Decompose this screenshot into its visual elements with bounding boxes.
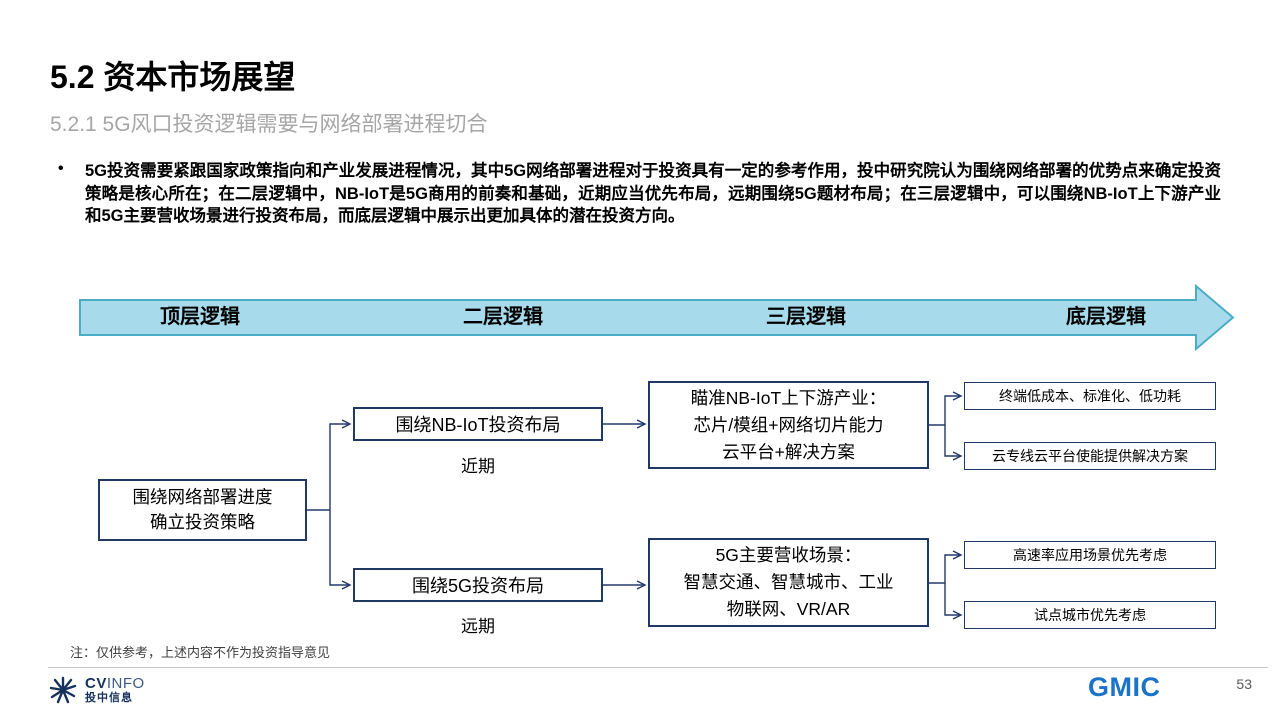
banner-arrow-shape <box>79 283 1235 352</box>
box-nbiot-industry-detail: 瞄准NB-IoT上下游产业： 芯片/模组+网络切片能力 云平台+解决方案 <box>648 381 929 469</box>
page-title: 5.2 资本市场展望 <box>50 59 296 95</box>
cvinfo-burst-icon <box>49 676 77 704</box>
box-leaf-terminal-lowcost: 终端低成本、标准化、低功耗 <box>964 382 1216 410</box>
bullet-icon: • <box>58 160 64 177</box>
box-leaf-cloud-platform: 云专线云平台使能提供解决方案 <box>964 442 1216 470</box>
box-leaf-pilot-cities: 试点城市优先考虑 <box>964 601 1216 629</box>
box-nbiot-layout: 围绕NB-IoT投资布局 <box>353 407 603 441</box>
connector-nbiot-to-leaf1 <box>929 391 963 426</box>
banner-label-top-logic: 顶层逻辑 <box>160 306 240 328</box>
cvinfo-info: INFO <box>106 674 145 692</box>
banner-label-second-logic: 二层逻辑 <box>463 306 543 328</box>
cvinfo-logo-text: CVINFO 投中信息 <box>85 674 145 705</box>
banner-label-bottom-logic: 底层逻辑 <box>1066 306 1146 328</box>
caption-near-term: 近期 <box>461 457 495 476</box>
bullet-paragraph: • 5G投资需要紧跟国家政策指向和产业发展进程情况，其中5G网络部署进程对于投资… <box>55 160 1225 228</box>
box-5g-revenue-scenes: 5G主要营收场景： 智慧交通、智慧城市、工业 物联网、VR/AR <box>648 538 929 627</box>
connector-root-to-near <box>307 419 352 511</box>
bullet-text: 5G投资需要紧跟国家政策指向和产业发展进程情况，其中5G网络部署进程对于投资具有… <box>85 162 1221 225</box>
box-network-deploy-strategy: 围绕网络部署进度 确立投资策略 <box>98 479 307 541</box>
page-number: 53 <box>1236 676 1252 692</box>
disclaimer-note: 注：仅供参考，上述内容不作为投资指导意见 <box>70 645 331 660</box>
box-5g-layout: 围绕5G投资布局 <box>353 568 603 602</box>
connector-root-to-far <box>329 510 352 590</box>
footer-divider <box>48 667 1268 668</box>
cvinfo-logo: CVINFO 投中信息 <box>48 675 145 705</box>
page-subtitle: 5.2.1 5G风口投资逻辑需要与网络部署进程切合 <box>50 113 488 136</box>
banner-label-third-logic: 三层逻辑 <box>766 306 846 328</box>
box-leaf-highspeed-scenes: 高速率应用场景优先考虑 <box>964 541 1216 569</box>
cvinfo-chinese-name: 投中信息 <box>85 692 133 705</box>
gmic-logo: GMIC <box>1088 672 1161 702</box>
connector-nbiot-to-leaf2 <box>944 425 963 461</box>
connector-5g-to-leaf4 <box>944 583 963 620</box>
caption-far-term: 远期 <box>461 617 495 636</box>
cvinfo-cv: CV <box>85 674 107 692</box>
cvinfo-wordmark: CVINFO <box>85 674 145 693</box>
connector-5g-to-leaf3 <box>929 550 963 584</box>
